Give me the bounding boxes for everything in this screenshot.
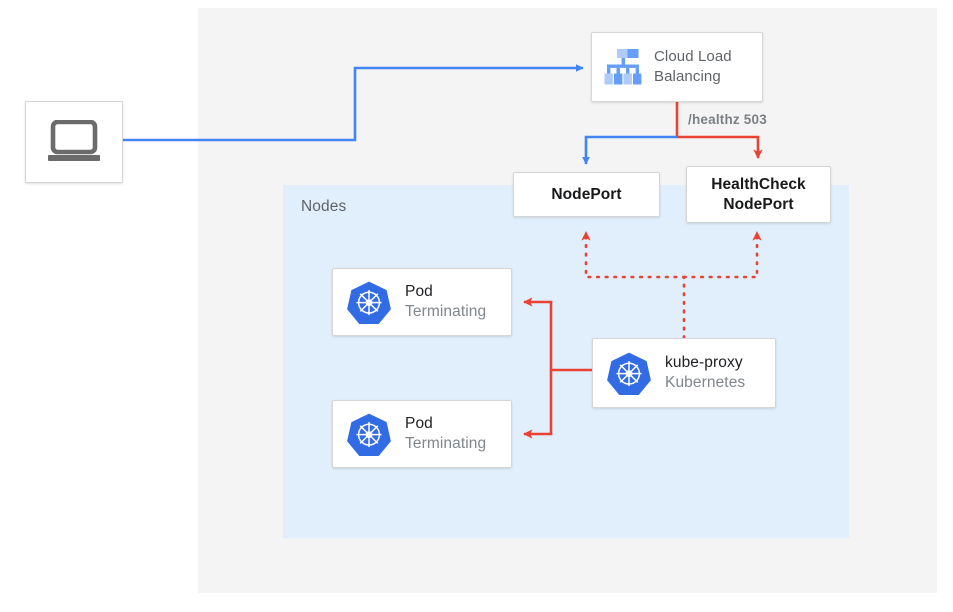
pod-terminating-1-node[interactable]: Pod Terminating [332,268,512,336]
pod-terminating-1-title: Pod [405,283,433,301]
pod-terminating-2-status: Terminating [405,435,487,452]
cloud-load-balancing-title-line1: Cloud Load [654,47,732,65]
kubernetes-icon [347,281,391,324]
cloud-load-balancing-node[interactable]: Cloud Load Balancing [591,32,763,102]
nodeport-node[interactable]: NodePort [513,172,660,217]
kubernetes-icon [607,352,651,395]
cloud-load-balancing-icon [604,49,642,85]
pod-terminating-2-title: Pod [405,415,433,433]
kube-proxy-title: kube-proxy [665,354,743,372]
pod-terminating-2-node[interactable]: Pod Terminating [332,400,512,468]
healthcheck-nodeport-node[interactable]: HealthCheck NodePort [686,166,831,223]
pod-terminating-1-status: Terminating [405,303,487,320]
client-laptop-node[interactable] [25,101,123,183]
nodes-region-label: Nodes [301,198,347,215]
pod-terminating-2-text: Pod Terminating [405,414,486,453]
healthz-edge-label: /healthz 503 [688,112,767,127]
kube-proxy-text: kube-proxy Kubernetes [665,353,745,392]
healthcheck-nodeport-title-line1: HealthCheck [711,175,806,193]
kube-proxy-subtitle: Kubernetes [665,374,746,391]
kubernetes-icon [347,413,391,456]
cloud-load-balancing-title-line2: Balancing [654,68,721,85]
healthcheck-nodeport-title-line2: NodePort [723,195,794,213]
healthcheck-nodeport-label: HealthCheck NodePort [711,175,805,215]
cloud-load-balancing-label: Cloud Load Balancing [654,47,732,87]
pod-terminating-1-text: Pod Terminating [405,282,486,321]
nodeport-label: NodePort [551,185,622,203]
laptop-icon [48,120,100,161]
kube-proxy-node[interactable]: kube-proxy Kubernetes [592,338,776,408]
